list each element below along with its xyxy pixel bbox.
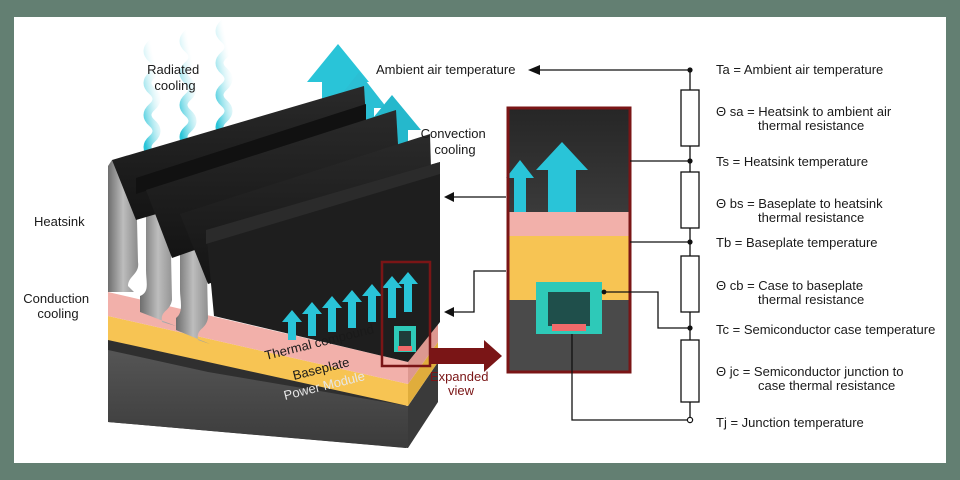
legend-tj: Tj = Junction temperature <box>716 415 864 430</box>
legend-theta-cb: Θ cb = Case to baseplate thermal resista… <box>716 278 867 307</box>
convection-cooling-label: Convection cooling <box>421 126 490 157</box>
legend-theta-jc: Θ jc = Semiconductor junction to case th… <box>716 364 907 393</box>
thermal-resistance-network <box>540 69 700 421</box>
expanded-view-label: Expanded view <box>430 369 492 398</box>
legend-ts: Ts = Heatsink temperature <box>716 154 868 169</box>
legend-theta-bs: Θ bs = Baseplate to heatsink thermal res… <box>716 196 886 225</box>
legend-ta: Ta = Ambient air temperature <box>716 62 883 77</box>
heatsink-label: Heatsink <box>34 214 85 229</box>
zoom-box <box>380 260 432 368</box>
legend-tc: Tc = Semiconductor case temperature <box>716 322 935 337</box>
radiated-cooling-waves <box>143 19 233 159</box>
conduction-cooling-label: Conduction cooling <box>23 291 92 321</box>
expanded-view-panel <box>506 106 632 374</box>
expanded-view-arrow <box>430 340 502 372</box>
power-module <box>108 332 438 448</box>
legend-theta-sa: Θ sa = Heatsink to ambient air thermal r… <box>716 104 895 133</box>
node-dots <box>601 67 694 424</box>
connector-lines <box>452 196 506 313</box>
ambient-air-temperature-label: Ambient air temperature <box>376 62 515 77</box>
radiated-cooling-label: Radiated cooling <box>147 62 203 93</box>
legend-tb: Tb = Baseplate temperature <box>716 235 878 250</box>
legend: Ta = Ambient air temperature Θ sa = Heat… <box>716 62 935 430</box>
